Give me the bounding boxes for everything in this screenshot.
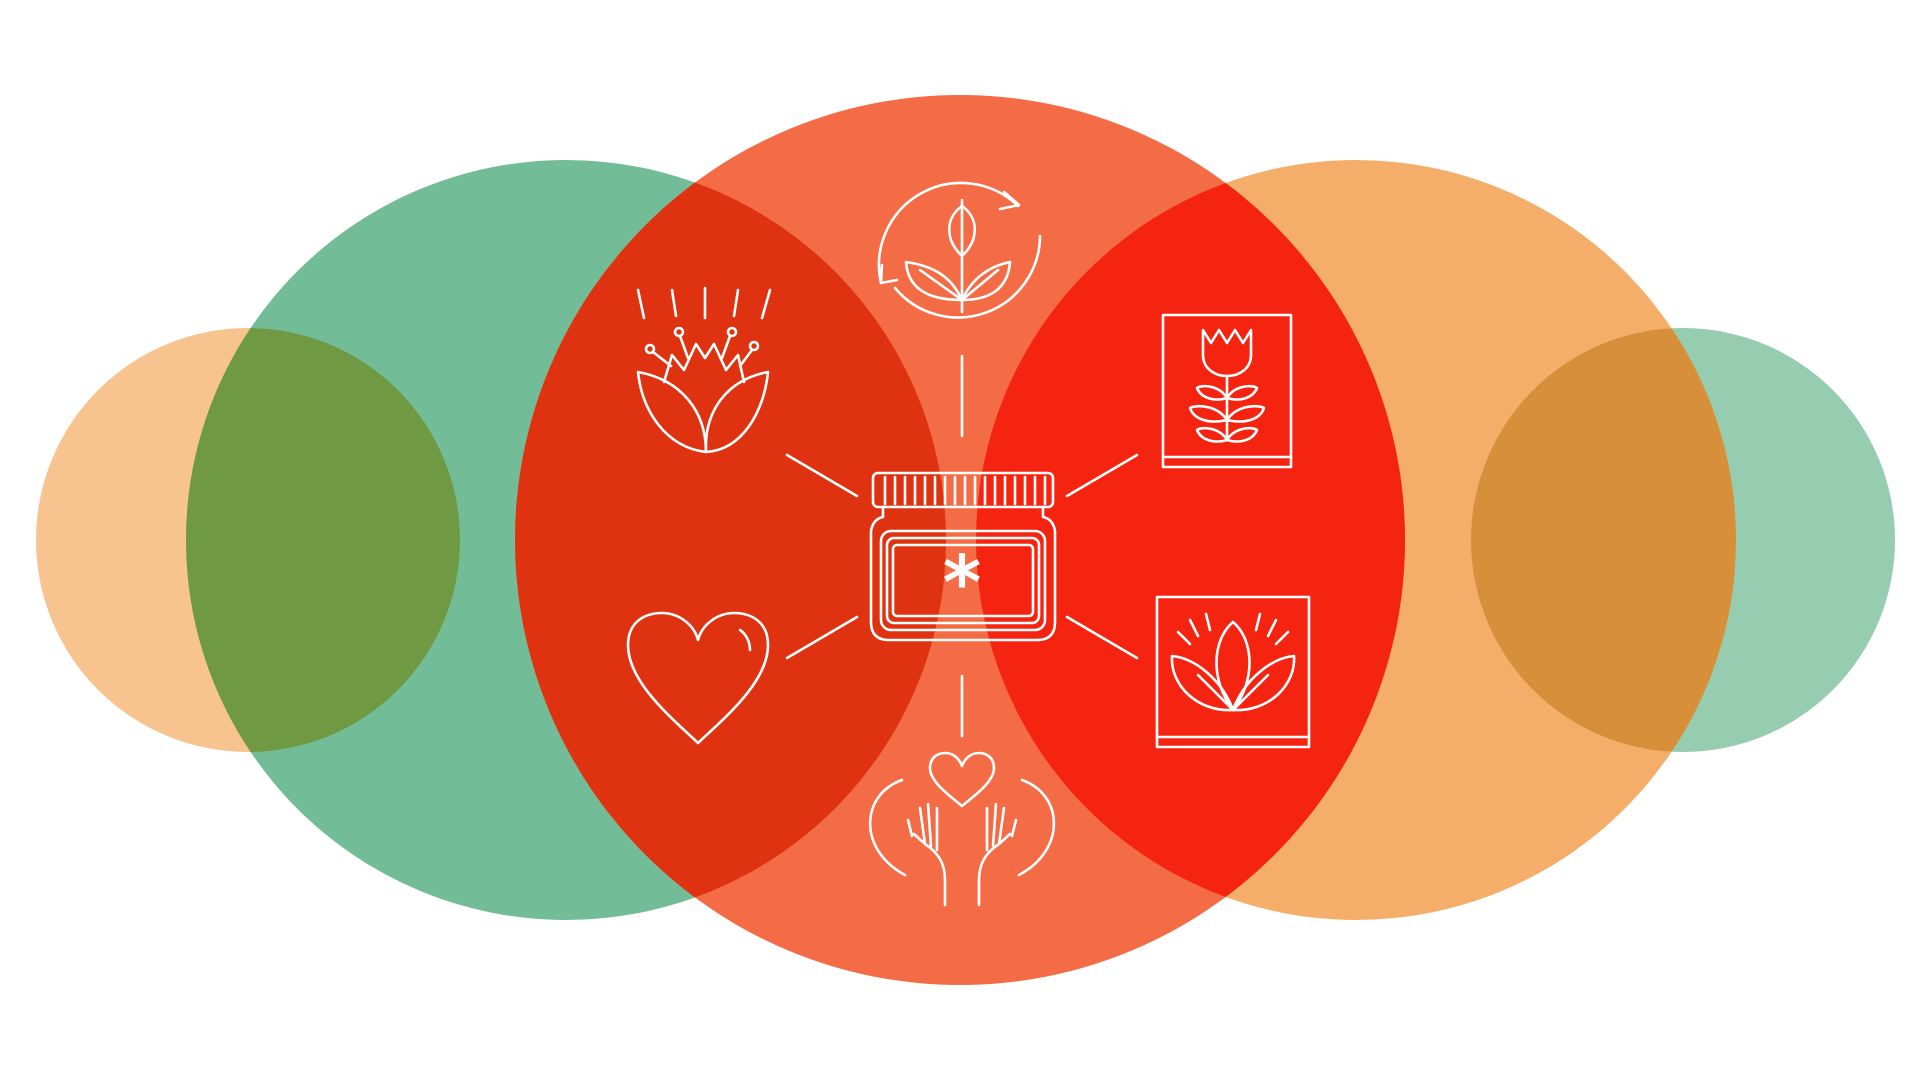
connector-lower-left (785, 615, 859, 660)
outer-right-overlap (1471, 328, 1736, 752)
jar-icon (869, 471, 1057, 642)
tulip-card-icon (1161, 313, 1293, 469)
heart-icon (626, 611, 770, 745)
connector-upper-left (785, 453, 859, 498)
connector-upper-right (1065, 453, 1139, 498)
plant-cycle-icon (877, 181, 1042, 319)
blooming-flower-icon (636, 286, 772, 454)
right-center-overlap (976, 160, 1405, 920)
connector-lower-right (1065, 615, 1139, 660)
outer-left-overlap (186, 328, 460, 752)
connector-lines (785, 354, 1139, 738)
lotus-card-icon (1155, 595, 1311, 749)
jar-asterisk: * (943, 540, 982, 626)
hands-holding-heart-icon (868, 751, 1056, 907)
